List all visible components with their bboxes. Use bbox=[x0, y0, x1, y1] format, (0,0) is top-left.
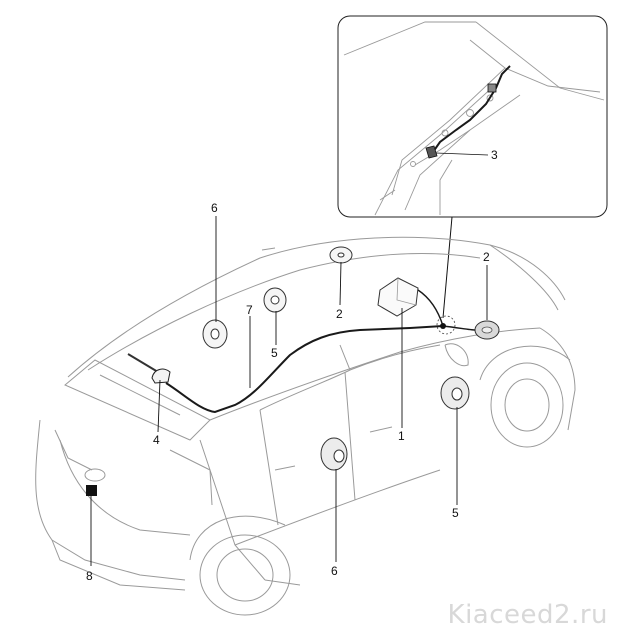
car-body-outline bbox=[35, 236, 576, 616]
callout-7: 7 bbox=[246, 303, 253, 317]
watermark: Kiaceed2.ru bbox=[447, 600, 608, 630]
antenna-cable-detail bbox=[432, 65, 511, 153]
roof-speaker-6 bbox=[202, 319, 228, 349]
inset-pointer-line bbox=[442, 216, 453, 319]
callout-5-door: 5 bbox=[452, 506, 459, 520]
rear-module-8 bbox=[86, 485, 97, 496]
callout-8: 8 bbox=[86, 569, 93, 583]
callout-6-roof: 6 bbox=[211, 201, 218, 215]
a-pillar-detail-illustration bbox=[343, 21, 605, 216]
antenna-amplifier-1 bbox=[377, 277, 444, 327]
roof-antenna bbox=[127, 353, 171, 384]
rear-door-speaker-6 bbox=[320, 437, 348, 471]
leader-3 bbox=[435, 152, 489, 156]
callout-2-roof: 2 bbox=[336, 307, 343, 321]
antenna-cable bbox=[165, 325, 444, 414]
roof-tweeter-2 bbox=[329, 246, 353, 264]
front-tweeter-2 bbox=[442, 320, 500, 340]
callout-4: 4 bbox=[153, 433, 160, 447]
front-door-speaker-5 bbox=[440, 376, 470, 410]
callout-5-roof: 5 bbox=[271, 346, 278, 360]
roof-speaker-5 bbox=[263, 287, 287, 313]
detail-inset: 3 bbox=[337, 15, 608, 218]
leader-lines bbox=[90, 216, 488, 566]
callout-3: 3 bbox=[491, 148, 498, 162]
connector-detail bbox=[425, 83, 497, 159]
callout-6-door: 6 bbox=[331, 564, 338, 578]
cable-junction-dot bbox=[440, 323, 446, 329]
callout-2-front: 2 bbox=[483, 250, 490, 264]
inset-focus-circle bbox=[436, 315, 456, 335]
callout-1: 1 bbox=[398, 429, 405, 443]
